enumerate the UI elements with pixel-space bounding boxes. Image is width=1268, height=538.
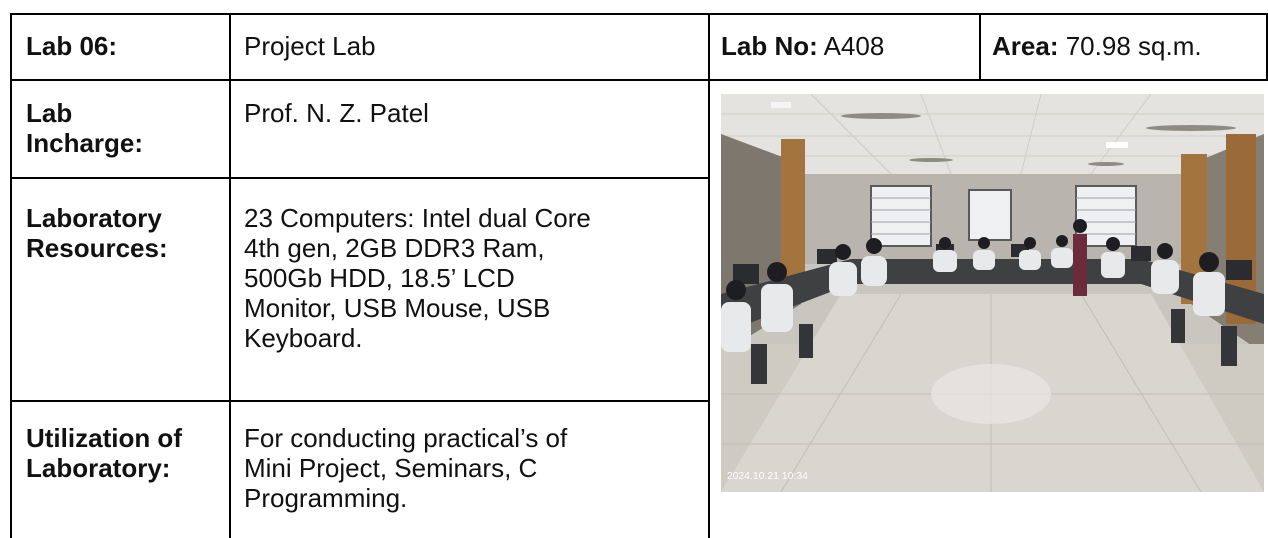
incharge-label: Lab Incharge: xyxy=(26,98,143,158)
resources-line: 4th gen, 2GB DDR3 Ram, xyxy=(244,233,545,263)
resources-line: Monitor, USB Mouse, USB xyxy=(244,293,551,323)
utilization-line: For conducting practical’s of xyxy=(244,423,568,453)
resources-label-line2: Resources: xyxy=(26,233,168,263)
lab-no-cell: Lab No: A408 xyxy=(721,31,884,61)
area-label: Area: xyxy=(992,31,1059,61)
table-border-top xyxy=(10,13,1268,15)
photo-timestamp: 2024.10.21 10:34 xyxy=(727,471,809,482)
incharge-value: Prof. N. Z. Patel xyxy=(244,98,429,128)
area-cell: Area: 70.98 sq.m. xyxy=(992,31,1202,61)
incharge-label-line1: Lab xyxy=(26,98,73,128)
resources-value: 23 Computers: Intel dual Core 4th gen, 2… xyxy=(244,203,591,353)
lab-number-label: Lab 06: xyxy=(26,31,118,61)
resources-line: 500Gb HDD, 18.5’ LCD xyxy=(244,263,515,293)
resources-label: Laboratory Resources: xyxy=(26,203,168,263)
utilization-value: For conducting practical’s of Mini Proje… xyxy=(244,423,567,513)
table-border-col3 xyxy=(979,13,981,81)
utilization-label-line1: Utilization of xyxy=(26,423,182,453)
incharge-label-line2: Incharge: xyxy=(26,128,144,158)
table-border-row2-bottom xyxy=(10,400,710,402)
lab-no-label: Lab No: xyxy=(721,31,818,61)
lab-name: Project Lab xyxy=(244,31,376,61)
lab-photo: 2024.10.21 10:34 xyxy=(721,94,1264,492)
table-border-col1 xyxy=(229,13,231,538)
resources-line: Keyboard. xyxy=(244,323,363,353)
table-border-right xyxy=(1266,13,1268,81)
resources-line: 23 Computers: Intel dual Core xyxy=(244,203,591,233)
utilization-line: Mini Project, Seminars, C xyxy=(244,453,538,483)
utilization-label-line2: Laboratory: xyxy=(26,453,171,483)
table-border-left xyxy=(10,13,12,538)
lab-no-value: A408 xyxy=(823,31,885,61)
lab-photo-illustration xyxy=(721,94,1264,492)
table-border-header-bottom xyxy=(10,79,1268,81)
utilization-line: Programming. xyxy=(244,483,408,513)
resources-label-line1: Laboratory xyxy=(26,203,162,233)
utilization-label: Utilization of Laboratory: xyxy=(26,423,182,483)
table-border-row1-bottom xyxy=(10,177,710,179)
area-value: 70.98 sq.m. xyxy=(1065,31,1202,61)
table-border-col2 xyxy=(708,13,710,538)
